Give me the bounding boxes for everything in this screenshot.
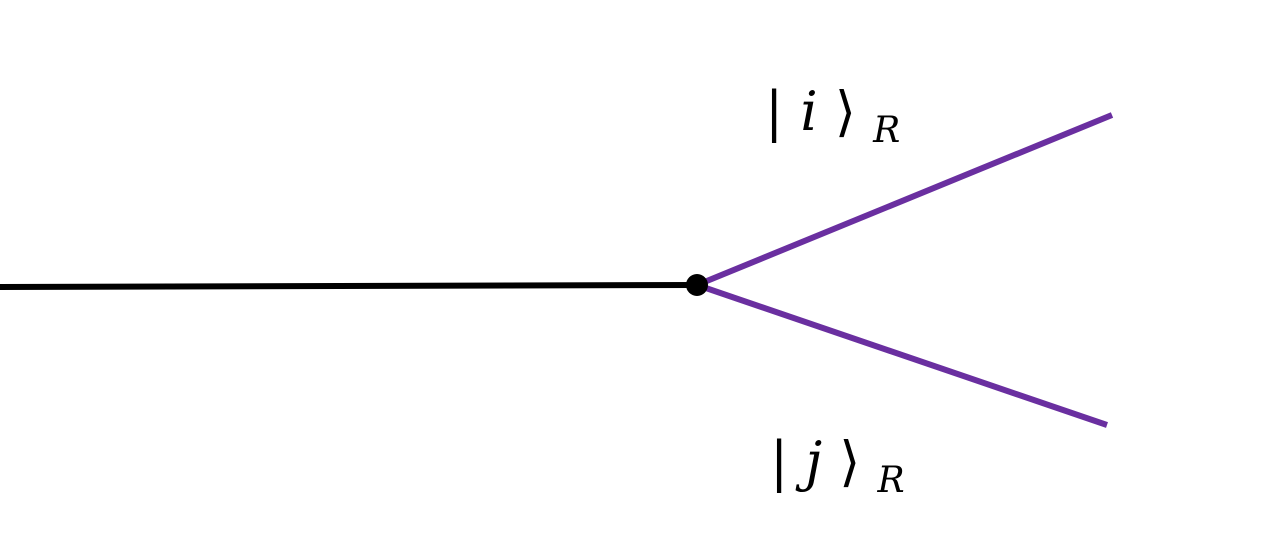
upper-ket-bracket: ⟩ [835,80,856,143]
lower-branch-line [696,282,1108,428]
upper-branch-line [695,112,1114,288]
lower-ket-bar: | [770,430,788,493]
lower-ket-subscript: R [877,460,905,501]
lower-ket-label: | j ⟩ R [770,430,905,501]
upper-ket-variable: i [800,80,817,143]
lower-ket-variable: j [795,430,822,493]
vertex-dot [686,274,708,296]
incoming-line [0,282,698,290]
upper-ket-subscript: R [872,110,900,151]
upper-ket-label: | i ⟩ R [765,80,900,151]
upper-ket-bar: | [765,80,783,143]
lower-ket-bracket: ⟩ [839,430,860,493]
